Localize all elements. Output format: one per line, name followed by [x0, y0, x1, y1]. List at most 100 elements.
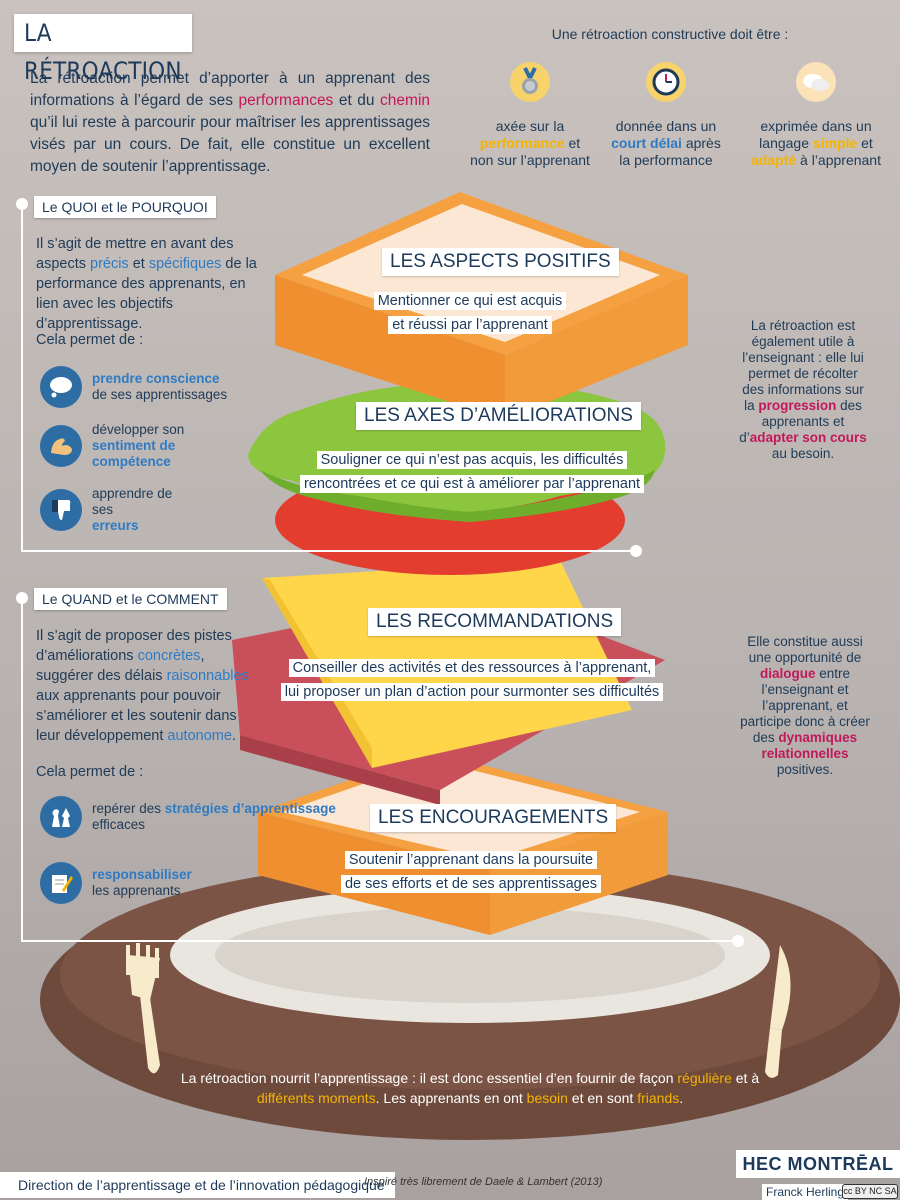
note-text: des apprenants et d’	[739, 398, 862, 445]
intro-paragraph: La rétroaction permet d’apporter à un ap…	[30, 68, 430, 178]
bottom-text: La rétroaction nourrit l’apprentissage :…	[180, 1070, 678, 1086]
layer-desc-line: de ses efforts et de ses apprentissages	[340, 875, 602, 893]
footer-direction: Direction de l’apprentissage et de l’inn…	[0, 1172, 395, 1198]
keyword-besoin: besoin	[526, 1090, 568, 1106]
footer-author: Franck Herling	[762, 1184, 849, 1200]
section2-dot-end	[732, 935, 744, 947]
intro-text: qu’il lui reste à parcourir pour maîtris…	[30, 114, 430, 175]
layer-desc-line: Soutenir l’apprenant dans la poursuite	[344, 851, 598, 869]
keyword-progression: progression	[758, 398, 837, 413]
benefit-text: repérer des	[92, 801, 165, 816]
section1-label: Le QUOI et le POURQUOI	[34, 196, 216, 218]
knife-icon	[765, 945, 791, 1078]
keyword-dynamiques-relationnelles: dynamiques relationnelles	[761, 730, 858, 761]
note-text: positives.	[776, 762, 834, 777]
section1-divider	[21, 550, 636, 552]
keyword-performances: performances	[238, 92, 334, 109]
note-text: La rétroaction est également utile à l’e…	[742, 318, 864, 413]
clock-icon	[646, 62, 686, 102]
constructive-heading: Une rétroaction constructive doit être :	[551, 26, 789, 42]
hec-logo: HEC MONTRĒAL	[736, 1150, 900, 1178]
layer-desc-line: rencontrées et ce qui est à améliorer pa…	[299, 475, 645, 493]
keyword-reguliere: régulière	[677, 1070, 732, 1086]
speech-bubble-icon	[796, 62, 836, 102]
section2-allows: Cela permet de :	[36, 764, 144, 780]
section2-text-part: .	[231, 728, 236, 744]
keyword-sentiment-competence: sentiment de compétence	[92, 438, 176, 469]
criterion-text: langage	[759, 135, 813, 151]
benefit-errors: apprendre de ses erreurs	[40, 486, 182, 534]
keyword-court-delai: court délai	[611, 135, 682, 151]
layer-desc-line: et réussi par l’apprenant	[388, 316, 552, 334]
layer-desc-recommendations: Conseiller des activités et des ressourc…	[262, 656, 682, 704]
criterion-delay: donnée dans un court délai après la perf…	[596, 62, 736, 169]
note-text: entre l’enseignant et l’apprenant, et pa…	[740, 666, 870, 745]
section2-label: Le QUAND et le COMMENT	[34, 588, 227, 610]
criterion-language: exprimée dans un langage simple et adapt…	[746, 62, 886, 169]
intro-text: et du	[333, 92, 381, 109]
benefit-text: efficaces	[92, 817, 146, 832]
section2-divider	[21, 940, 737, 942]
layer-desc-positive: Mentionner ce qui est acquis et réussi p…	[300, 289, 640, 337]
section1-line	[21, 204, 23, 552]
keyword-performance: performance	[479, 135, 565, 151]
bottom-message: La rétroaction nourrit l’apprentissage :…	[160, 1068, 780, 1108]
bottom-text: et en sont	[567, 1090, 638, 1106]
section1-dot-end	[630, 545, 642, 557]
benefit-text: développer son	[92, 422, 185, 437]
section2-text-part: Il s’agit de proposer des pistes d’améli…	[36, 628, 232, 664]
criterion-text: et	[564, 135, 581, 151]
layer-desc-improvements: Souligner ce qui n’est pas acquis, les d…	[272, 448, 672, 496]
bottom-text: .	[679, 1090, 684, 1106]
benefit-text: les apprenants	[92, 883, 181, 898]
layer-desc-line: Souligner ce qui n’est pas acquis, les d…	[316, 451, 628, 469]
layer-title-improvements: LES AXES D’AMÉLIORATIONS	[356, 402, 641, 430]
layer-desc-line: Conseiller des activités et des ressourc…	[288, 659, 656, 677]
section2-text-part: , suggérer des délais	[36, 648, 205, 684]
section2-text-part: aux apprenants pour pouvoir s’améliorer …	[36, 688, 237, 744]
criterion-performance: axée sur la performance et non sur l’app…	[460, 62, 600, 169]
keyword-adapter-cours: adapter son cours	[749, 430, 867, 445]
criterion-text: et	[857, 135, 873, 151]
keyword-adapte: adapté	[751, 152, 797, 168]
layer-desc-line: Mentionner ce qui est acquis	[373, 292, 567, 310]
page-title: LA RÉTROACTION	[24, 19, 182, 85]
keyword-erreurs: erreurs	[92, 518, 139, 533]
keyword-concretes: concrètes	[137, 648, 201, 664]
benefit-text: de ses apprentissages	[92, 387, 228, 402]
keyword-precis: précis	[90, 256, 129, 272]
section2-text: Il s’agit de proposer des pistes d’améli…	[36, 626, 258, 746]
keyword-strategies: stratégies d’apprentissage	[164, 801, 336, 816]
chess-pieces-icon	[40, 796, 82, 838]
layer-desc-line: lui proposer un plan d’action pour surmo…	[280, 683, 664, 701]
bottom-text: . Les apprenants en ont	[375, 1090, 527, 1106]
section1-allows: Cela permet de :	[36, 332, 144, 348]
section1-text-part: Il s’agit de mettre en avant des aspects	[36, 236, 234, 272]
criterion-text: la performance	[619, 152, 713, 168]
criterion-text: à l’apprenant	[796, 152, 881, 168]
section1-dot-top	[16, 198, 28, 210]
intro-text: La rétroaction permet d’apporter à un ap…	[30, 70, 430, 109]
medal-icon	[510, 62, 550, 102]
muscle-arm-icon	[40, 425, 82, 467]
keyword-specifiques: spécifiques	[148, 256, 222, 272]
criterion-text: après	[681, 135, 721, 151]
note-text: au besoin.	[771, 446, 835, 461]
criterion-text: non sur l’apprenant	[470, 152, 590, 168]
criterion-text: axée sur la	[495, 118, 565, 134]
benefit-strategies: repérer des stratégies d’apprentissage ef…	[40, 796, 336, 838]
section1-text-part: et	[128, 256, 149, 272]
keyword-dialogue: dialogue	[759, 666, 816, 681]
teacher-note: La rétroaction est également utile à l’e…	[738, 318, 868, 462]
keyword-chemin: chemin	[380, 92, 431, 109]
layer-title-encouragements: LES ENCOURAGEMENTS	[370, 804, 617, 832]
dialogue-note: Elle constitue aussi une opportunité de …	[740, 634, 870, 778]
title-box: LA RÉTROACTION	[14, 14, 192, 85]
section2-dot-top	[16, 592, 28, 604]
criterion-text: donnée dans un	[615, 118, 717, 134]
keyword-prendre-conscience: prendre conscience	[92, 371, 220, 386]
bottom-text: et à	[731, 1070, 760, 1086]
thought-cloud-icon	[40, 366, 82, 408]
